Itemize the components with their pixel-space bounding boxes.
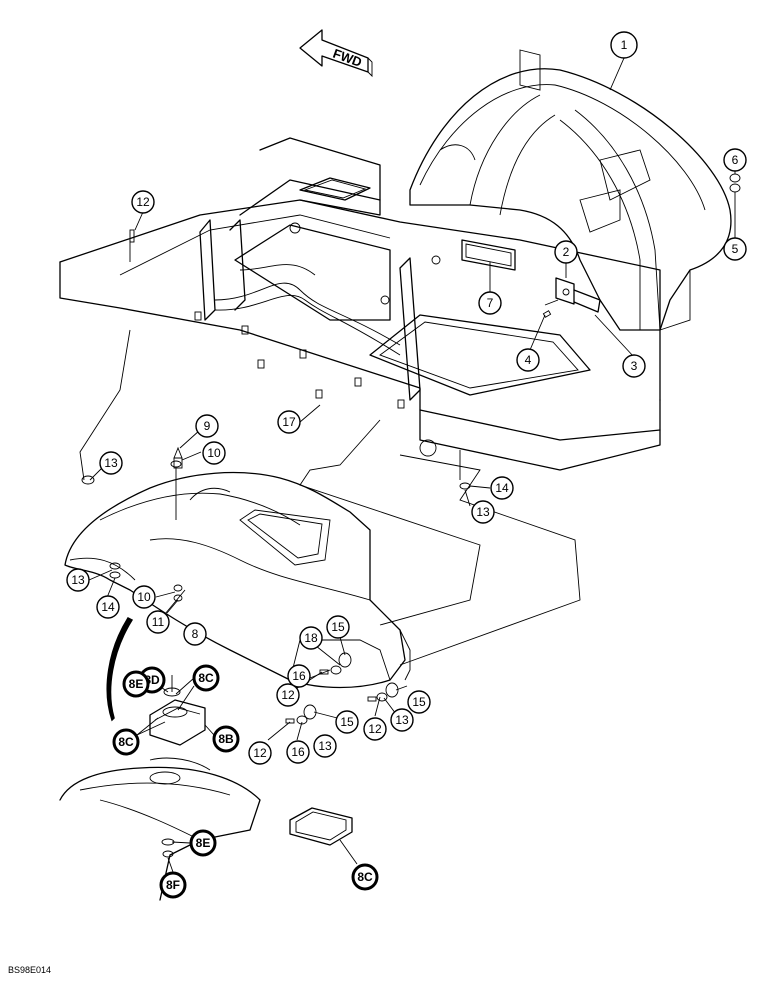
- callout-17: 17: [277, 410, 301, 434]
- callout-8e-upper: 8E: [122, 670, 150, 698]
- callout-16b: 16: [286, 740, 310, 764]
- callout-13a: 13: [99, 451, 123, 475]
- callout-8c-left: 8C: [112, 728, 140, 756]
- svg-text:18: 18: [304, 631, 318, 645]
- rear-fender-panel: [409, 49, 732, 331]
- svg-text:8C: 8C: [118, 735, 134, 749]
- svg-text:9: 9: [204, 419, 211, 433]
- svg-text:17: 17: [282, 415, 296, 429]
- svg-text:12: 12: [136, 195, 150, 209]
- callout-10b: 10: [132, 585, 156, 609]
- callout-8: 8: [183, 622, 207, 646]
- forward-arrow-icon: FWD: [299, 29, 373, 78]
- operator-platform: [59, 137, 661, 471]
- callout-6: 6: [723, 148, 747, 172]
- callout-15a: 15: [326, 615, 350, 639]
- svg-text:8F: 8F: [166, 878, 180, 892]
- svg-text:11: 11: [152, 615, 165, 629]
- callout-7: 7: [478, 291, 502, 315]
- hardware-fasteners: [81, 173, 741, 725]
- mounting-bracket: [544, 277, 601, 313]
- svg-text:16: 16: [292, 669, 306, 683]
- callout-16a: 16: [287, 664, 311, 688]
- svg-text:10: 10: [137, 590, 151, 604]
- svg-text:12: 12: [281, 688, 295, 702]
- callout-15b: 15: [407, 690, 431, 714]
- svg-text:2: 2: [563, 245, 570, 259]
- svg-text:8C: 8C: [198, 671, 214, 685]
- svg-text:8E: 8E: [129, 677, 144, 691]
- callout-2: 2: [554, 240, 578, 264]
- svg-text:3: 3: [631, 359, 638, 373]
- callout-14a: 14: [490, 476, 514, 500]
- detail-console: [59, 757, 261, 901]
- callout-8f: 8F: [159, 871, 187, 899]
- svg-text:15: 15: [412, 695, 426, 709]
- svg-text:13: 13: [476, 505, 490, 519]
- callout-13c: 13: [66, 568, 90, 592]
- callout-1: 1: [610, 31, 638, 59]
- detail-mount: [149, 675, 206, 746]
- svg-text:5: 5: [732, 242, 739, 256]
- callout-18: 18: [299, 626, 323, 650]
- callout-9: 9: [195, 414, 219, 438]
- svg-text:8C: 8C: [357, 870, 373, 884]
- svg-text:8: 8: [192, 627, 199, 641]
- svg-text:13: 13: [71, 573, 85, 587]
- svg-text:7: 7: [487, 296, 494, 310]
- callout-5: 5: [723, 237, 747, 261]
- svg-text:13: 13: [395, 713, 409, 727]
- svg-text:8B: 8B: [218, 732, 234, 746]
- callout-3: 3: [622, 354, 646, 378]
- callout-8e-lower: 8E: [189, 829, 217, 857]
- svg-text:14: 14: [101, 600, 115, 614]
- svg-text:10: 10: [207, 446, 221, 460]
- detail-tray: [289, 807, 353, 846]
- callout-13e: 13: [390, 708, 414, 732]
- svg-text:4: 4: [525, 353, 532, 367]
- callout-13d: 13: [313, 734, 337, 758]
- svg-text:1: 1: [621, 38, 628, 52]
- callout-12b: 12: [276, 683, 300, 707]
- fwd-label: FWD: [331, 46, 364, 70]
- callout-4: 4: [516, 348, 540, 372]
- assembly-lines: [79, 240, 581, 666]
- callout-8c-upper: 8C: [192, 664, 220, 692]
- svg-text:12: 12: [368, 722, 382, 736]
- svg-text:14: 14: [495, 481, 509, 495]
- svg-text:8E: 8E: [196, 836, 211, 850]
- svg-text:16: 16: [291, 745, 305, 759]
- figure-code: BS98E014: [8, 965, 51, 975]
- callout-13b: 13: [471, 500, 495, 524]
- svg-text:6: 6: [732, 153, 739, 167]
- callout-11: 11: [146, 610, 170, 634]
- leader-lines: [88, 57, 736, 873]
- callout-12d: 12: [363, 717, 387, 741]
- svg-text:13: 13: [104, 456, 118, 470]
- detail-arrow-icon: [106, 617, 134, 722]
- svg-text:12: 12: [253, 746, 267, 760]
- callout-8c-tray: 8C: [351, 863, 379, 891]
- callout-14b: 14: [96, 595, 120, 619]
- callout-10a: 10: [202, 441, 226, 465]
- svg-text:13: 13: [318, 739, 332, 753]
- callout-15c: 15: [335, 710, 359, 734]
- svg-text:15: 15: [331, 620, 345, 634]
- tail-light: [461, 239, 516, 271]
- callout-8b: 8B: [212, 725, 240, 753]
- svg-text:15: 15: [340, 715, 354, 729]
- callout-12a: 12: [131, 190, 155, 214]
- callout-12c: 12: [248, 741, 272, 765]
